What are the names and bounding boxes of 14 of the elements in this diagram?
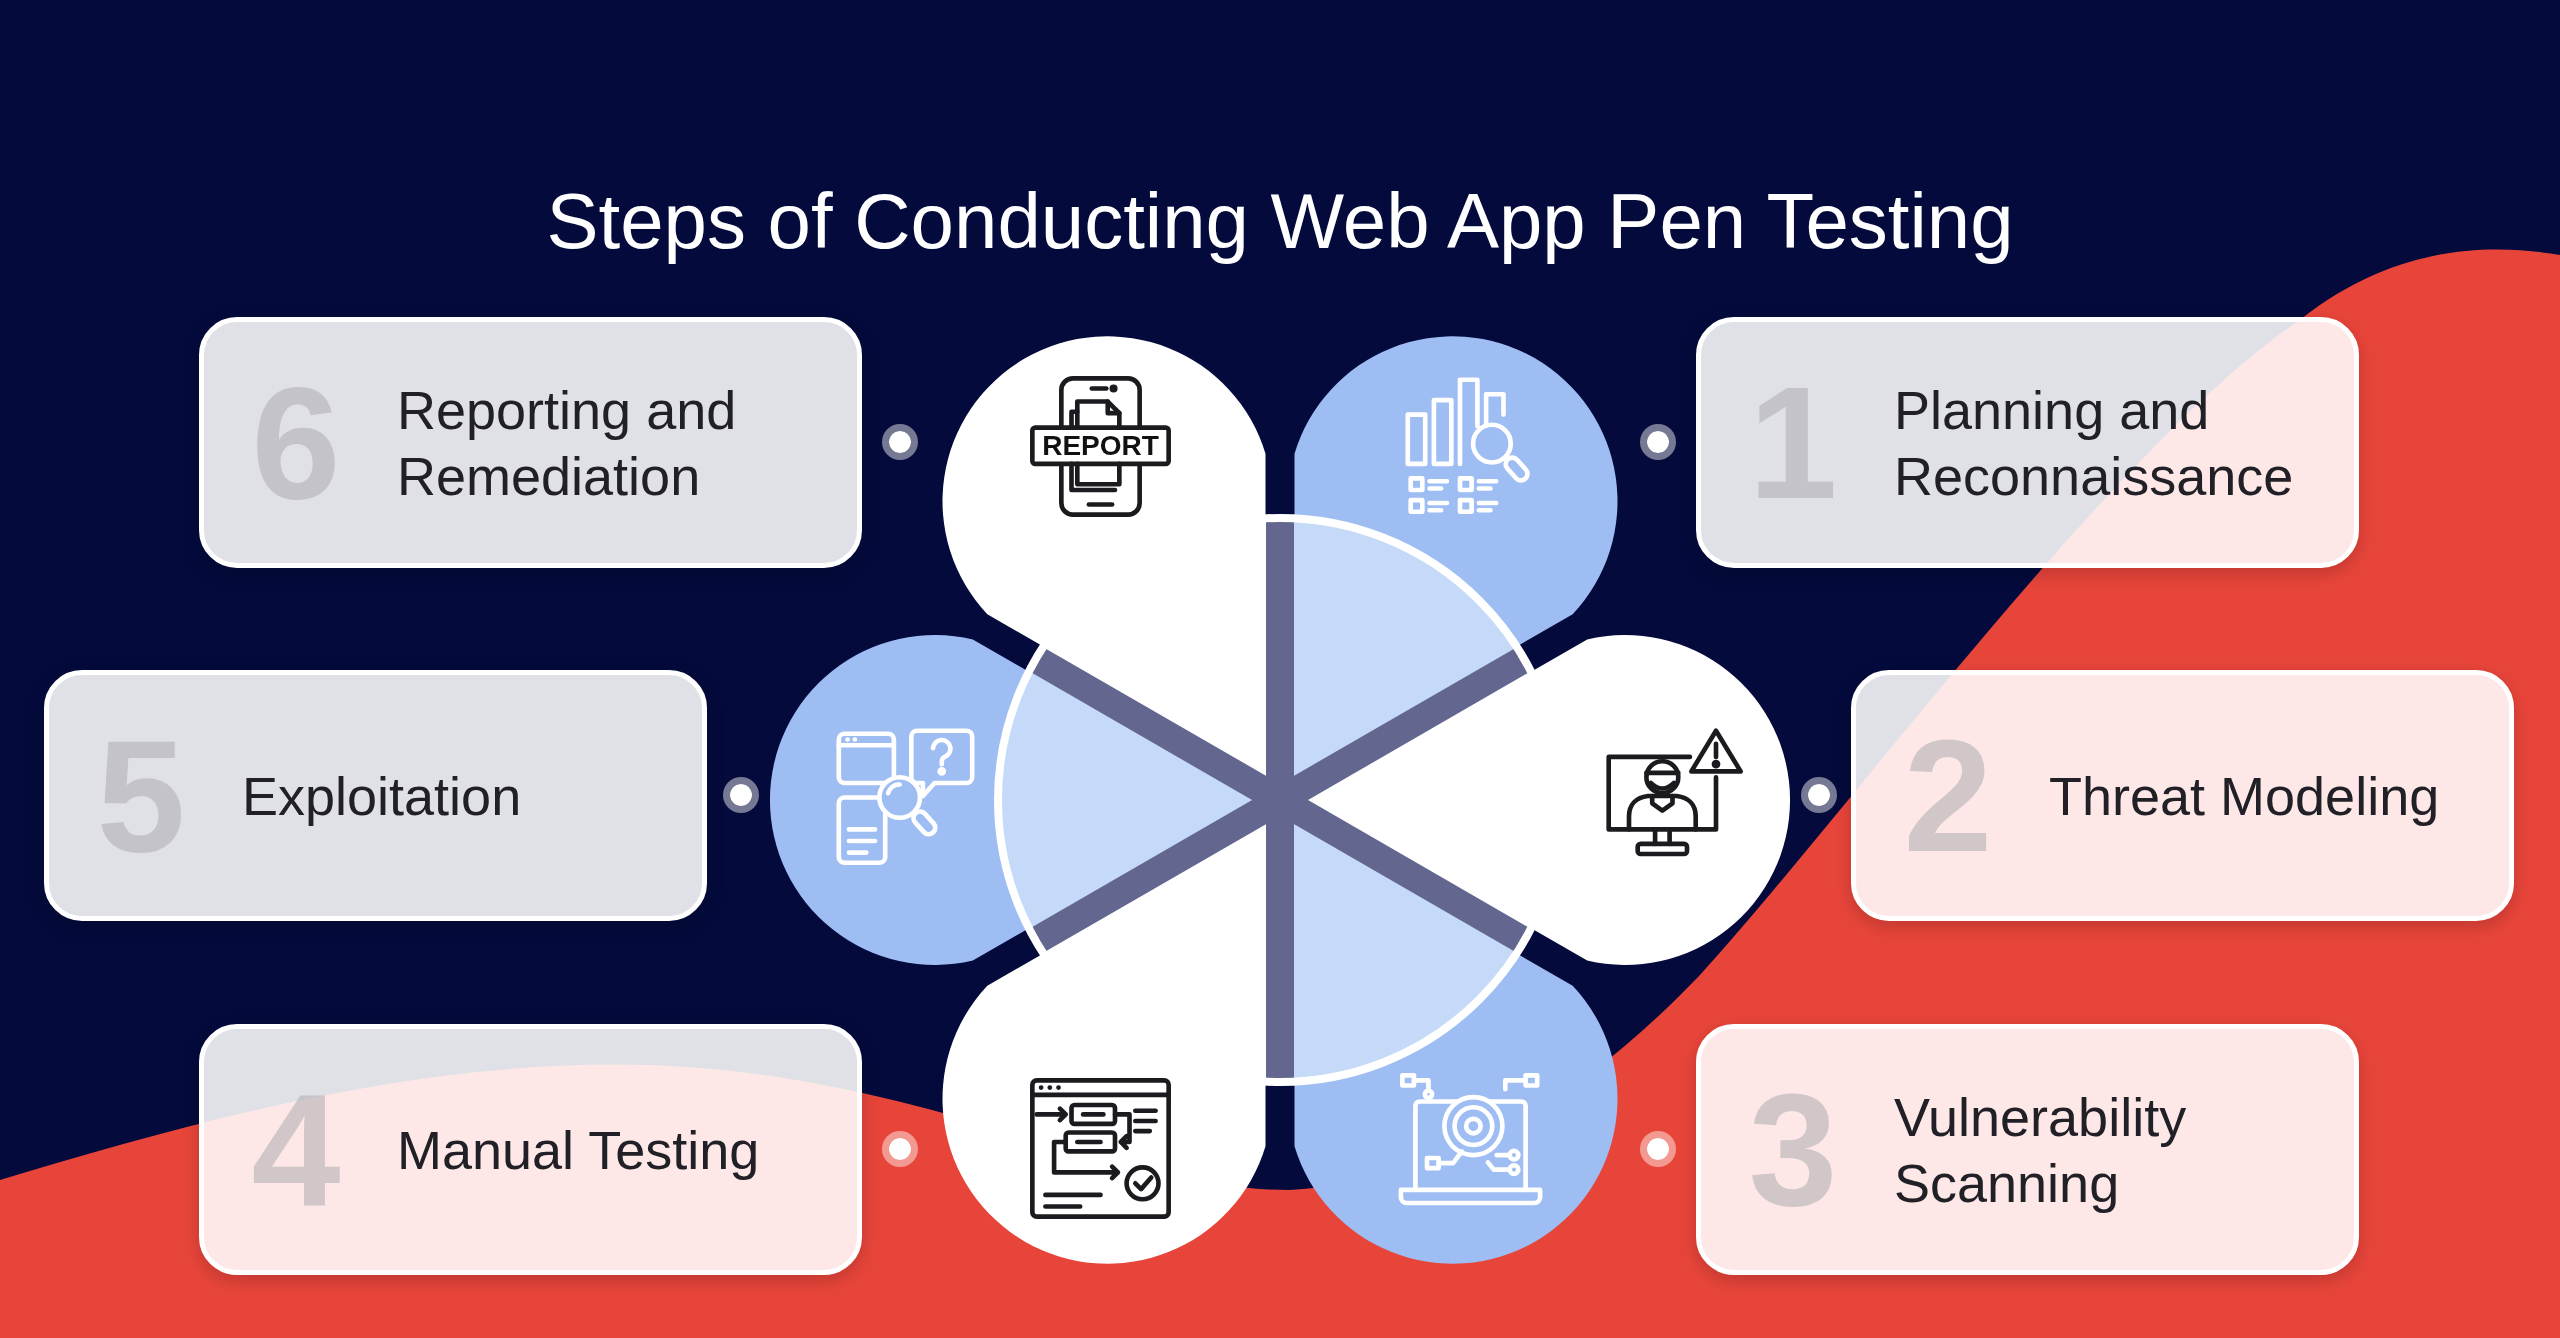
step-card [1696, 317, 2359, 568]
step-title: Exploitation [242, 764, 522, 828]
step-title: Reporting and Remediation [397, 378, 738, 508]
step-card [44, 670, 707, 921]
step-title: Threat Modeling [2049, 764, 2440, 828]
step-card [1851, 670, 2514, 921]
step-title: Planning and Reconnaissance [1894, 378, 2295, 508]
step-card [199, 317, 862, 568]
step-title: Vulnerability Scanning [1894, 1085, 2188, 1215]
diagram-title: Steps of Conducting Web App Pen Testing [546, 176, 2014, 266]
step-card [1696, 1024, 2359, 1275]
step-title: Manual Testing [397, 1118, 760, 1182]
step-card [199, 1024, 862, 1275]
report-label: REPORT [1042, 432, 1159, 460]
